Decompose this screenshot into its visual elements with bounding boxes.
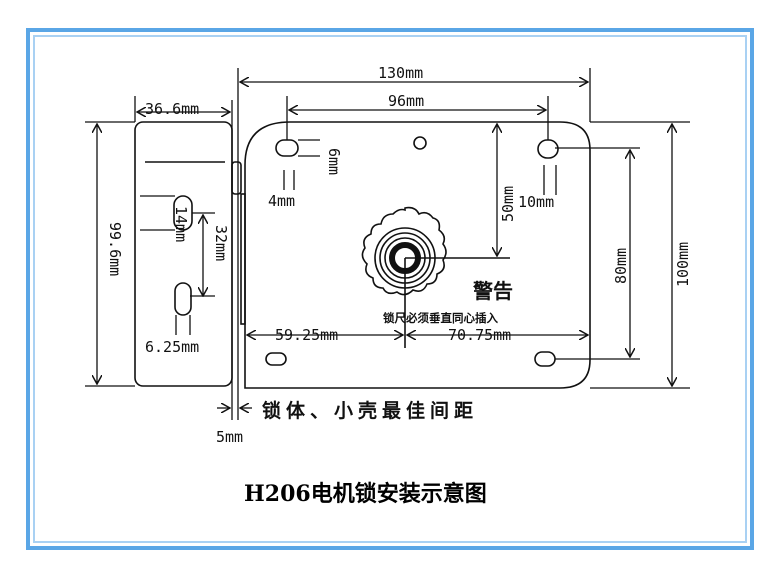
dim-10mm: 10mm — [518, 193, 554, 211]
dim-130mm: 130mm — [378, 64, 423, 82]
hole-top — [413, 136, 427, 150]
inner-frame — [33, 35, 747, 543]
diagram-title: H206电机锁安装示意图 — [244, 481, 487, 507]
dim-50mm: 50mm — [499, 186, 517, 222]
dim-6-25mm: 6.25mm — [145, 338, 199, 356]
main-plate — [244, 121, 591, 389]
housing-slot-lower — [174, 282, 192, 316]
slot-top-left — [275, 139, 299, 157]
dim-80mm: 80mm — [612, 248, 630, 284]
dim-5mm: 5mm — [216, 428, 243, 446]
dim-6mm: 6mm — [325, 148, 343, 175]
slot-bottom-right — [534, 351, 556, 367]
dim-100mm: 100mm — [674, 242, 692, 287]
warning-heading: 警告 — [473, 279, 513, 303]
dim-99-6mm: 99.6mm — [106, 222, 124, 276]
dim-4mm: 4mm — [268, 192, 295, 210]
dim-96mm: 96mm — [388, 92, 424, 110]
dim-32mm: 32mm — [212, 225, 230, 261]
dim-36-6mm: 36.6mm — [145, 100, 199, 118]
warning-text: 锁尺必须垂直同心插入 — [383, 311, 498, 325]
outer-frame — [26, 28, 754, 550]
dim-59-25mm: 59.25mm — [275, 326, 338, 344]
gap-note: 锁体、小壳最佳间距 — [262, 399, 478, 422]
dim-14mm: 14mm — [172, 206, 190, 242]
slot-bottom-left — [265, 352, 287, 366]
slot-top-right — [537, 139, 559, 159]
dim-70-75mm: 70.75mm — [448, 326, 511, 344]
knob — [361, 206, 447, 296]
